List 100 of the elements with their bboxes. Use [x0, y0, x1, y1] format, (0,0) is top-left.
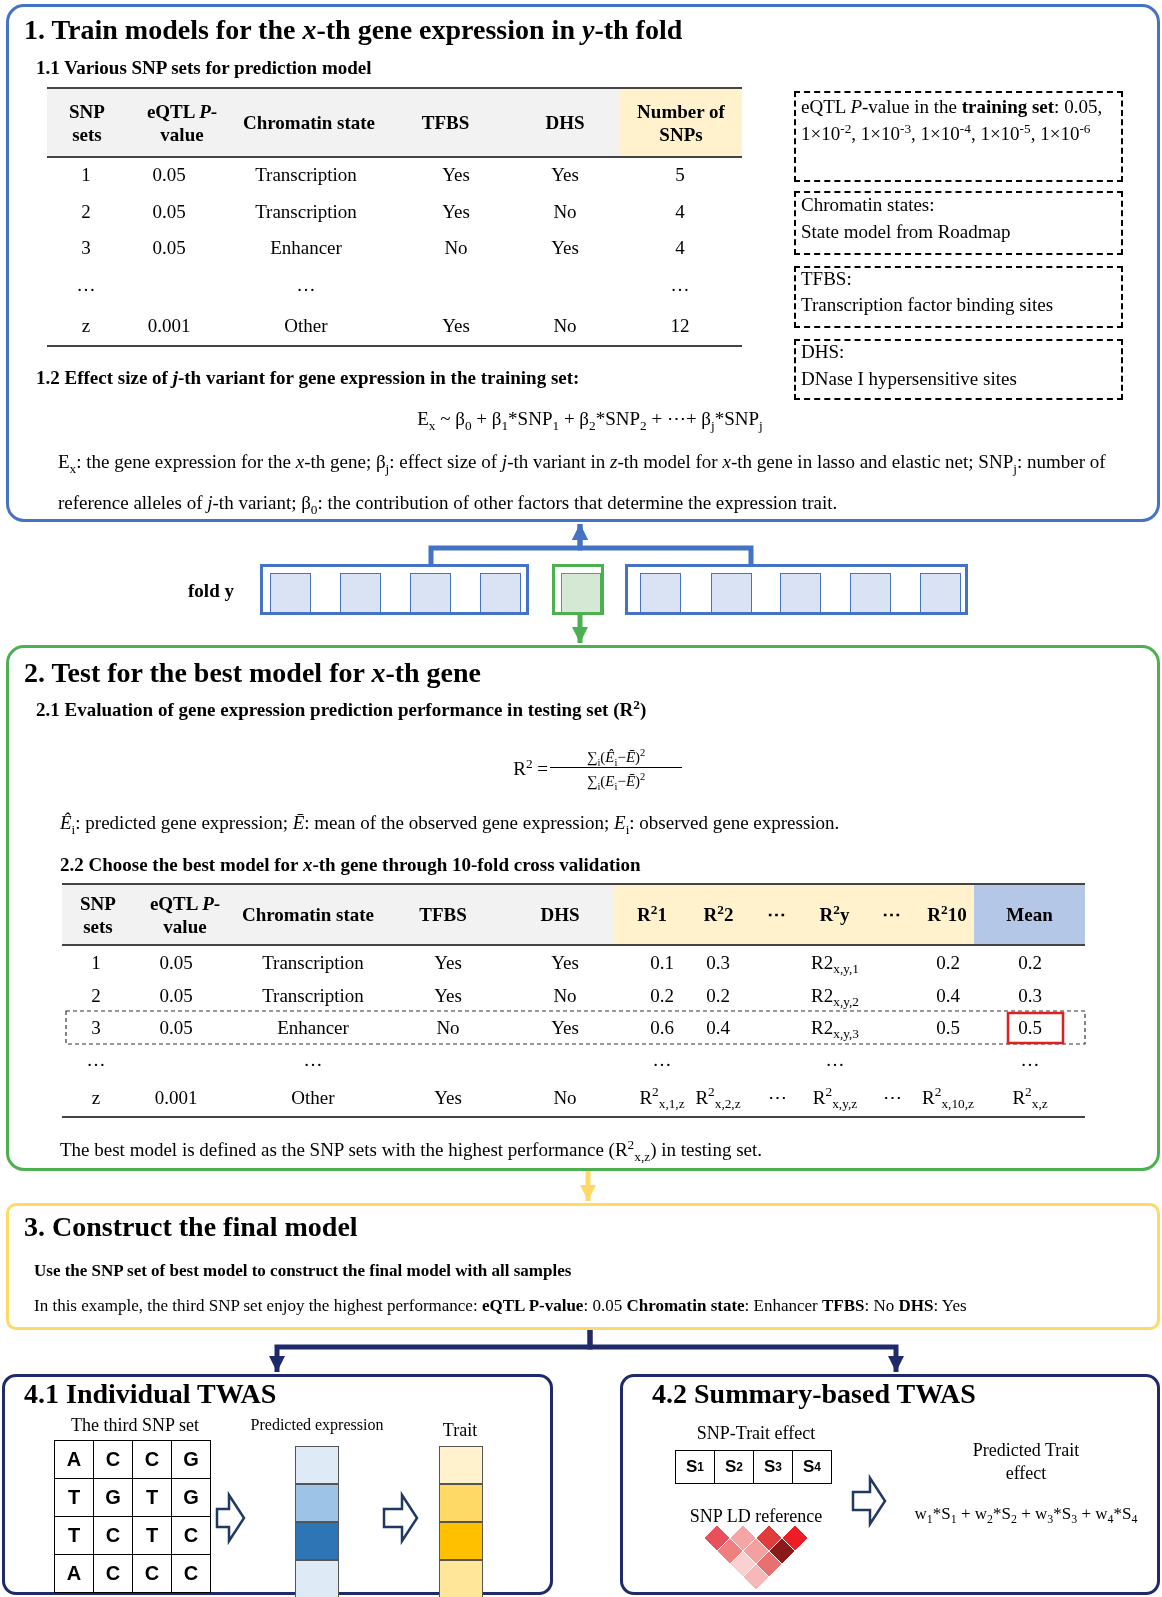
note-box: [794, 191, 1123, 255]
subheading: 1.2 Effect size of j-th variant for gene expression in the training set:: [36, 366, 580, 390]
table-cell: Yes: [434, 1085, 462, 1109]
table-cell: Other: [284, 313, 328, 337]
table-cell: 0.001: [154, 1085, 198, 1109]
table-cell: No: [553, 1085, 577, 1109]
table-header-cell: DHS: [506, 885, 614, 944]
table-cell: Yes: [434, 983, 462, 1007]
table-cell: 5: [675, 162, 685, 186]
table-cell: 4: [675, 235, 685, 259]
table-cell: 0.05: [152, 162, 186, 186]
note-heading: DHS:: [801, 340, 845, 364]
table-cell: Enhancer: [270, 235, 342, 259]
table-cell: 3: [91, 1015, 101, 1039]
table-header-cell: TFBS: [381, 89, 510, 156]
formula: E$_{x}$ ~ β$_{0}$ + β$_{1}$*SNP$_{1}$ + β$_{2}$*SNP$_{2}$ + ⋯+ β$_{j}$*SNP$_{j}$: [416, 407, 764, 431]
grid-cell: C: [171, 1554, 211, 1593]
table-cell: No: [553, 313, 577, 337]
table-cell: 3: [81, 235, 91, 259]
description-text: The best model is defined as the SNP sets with the highest performance (R$^{2}$$_{x,z}$) in testing set.: [60, 1138, 762, 1162]
section-panel: [6, 1203, 1160, 1330]
grid-cell: G: [171, 1440, 211, 1479]
table-cell: R2$_{x,y,3}$: [811, 1015, 859, 1039]
table-cell: R2$_{x,y,2}$: [811, 983, 859, 1007]
table-cell: 0.2: [706, 983, 730, 1007]
note-text: eQTL P-value in the training set: 0.05, 1×10$^{-2}$, 1×10$^{-3}$, 1×10$^{-4}$, 1×10$^{-5}$, 1×10$^{-6}$: [801, 95, 1104, 146]
table-cell: Transcription: [262, 950, 364, 974]
fold-square: [410, 573, 451, 613]
note-heading: Chromatin states:: [801, 193, 935, 217]
table-cell: 0.2: [1018, 950, 1042, 974]
node-label: SNP LD reference: [688, 1504, 824, 1528]
fold-square: [780, 573, 821, 613]
table-cell: Transcription: [262, 983, 364, 1007]
table-cell: Enhancer: [277, 1015, 349, 1039]
fold-square: [480, 573, 521, 613]
node-label: The third SNP set: [70, 1413, 200, 1437]
table-cell: Transcription: [255, 199, 357, 223]
table-cell: 0.05: [159, 1015, 193, 1039]
table-cell: …: [670, 272, 690, 296]
description-text: Ê$_{i}$: predicted gene expression; Ē: mean of the observed gene expression; E$_{i}$: observed gene expression.: [60, 811, 840, 835]
fold-group-box: [260, 564, 529, 615]
note-text: DNase I hypersensitive sites: [801, 367, 1017, 391]
table-cell: No: [553, 983, 577, 1007]
table-cell: 0.6: [650, 1015, 674, 1039]
table-cell: z: [91, 1085, 101, 1109]
arrow: [851, 1473, 887, 1529]
fold-group-box: [552, 564, 604, 615]
table-cell: 0.05: [152, 235, 186, 259]
table-cell: 1: [91, 950, 101, 974]
table-cell: No: [444, 235, 468, 259]
table-header-cell: ⋯: [747, 885, 806, 944]
table-cell: …: [652, 1047, 672, 1071]
table-header-cell: R$^{2}$1: [614, 885, 690, 944]
table-cell: 0.4: [706, 1015, 730, 1039]
arrow: [587, 1330, 904, 1372]
table-cell: Other: [291, 1085, 335, 1109]
section-panel: [2, 1374, 553, 1595]
fold-square: [920, 573, 961, 613]
node-label: Trait: [441, 1418, 479, 1442]
table-cell: 0.05: [159, 983, 193, 1007]
table-header-cell: SNP sets: [47, 89, 127, 156]
formula: w$_{1}$*S$_{1}$ + w$_{2}$*S$_{2}$ + w$_{3}$*S$_{3}$ + w$_{4}$*S$_{4}$: [913, 1502, 1139, 1524]
table-cell: 0.2: [650, 983, 674, 1007]
note-text: Transcription factor binding sites: [801, 293, 1054, 317]
formula: R$^{2}$ =: [512, 757, 548, 781]
table-header-cell: R$^{2}$2: [690, 885, 747, 944]
table-header-cell: ⋯: [863, 885, 920, 944]
table-cell: No: [436, 1015, 460, 1039]
table-cell: Yes: [442, 199, 470, 223]
table-header-cell: TFBS: [380, 885, 506, 944]
fold-square: [561, 573, 601, 613]
note-heading: TFBS:: [801, 267, 852, 291]
table-cell: Transcription: [255, 162, 357, 186]
arrow: [580, 1171, 596, 1201]
table-cell: 0.001: [147, 313, 191, 337]
fold-square: [850, 573, 891, 613]
table-header-cell: R$^{2}$10: [920, 885, 974, 944]
heading: 4.1 Individual TWAS: [24, 1376, 277, 1411]
arrow: [572, 524, 754, 564]
description-text: E$_{x}$: the gene expression for the x-th gene; β$_{j}$: effect size of j-th variant in z-th model for x-th gene in lasso and elastic net; SNP$_{j}$: number of reference alleles of j-th variant; β$_{0}$: the contribution of other factors that determine the expression trait.: [58, 450, 1107, 519]
table-cell: No: [553, 199, 577, 223]
table-cell: Yes: [551, 162, 579, 186]
heading: 4.2 Summary-based TWAS: [652, 1376, 976, 1411]
table-header-cell: R$^{2}$y: [806, 885, 863, 944]
table-cell: Yes: [551, 235, 579, 259]
grid-cell: A: [54, 1440, 94, 1479]
note-box: [794, 339, 1123, 400]
table-cell: Yes: [442, 313, 470, 337]
table-cell: 0.3: [706, 950, 730, 974]
heading: 2. Test for the best model for x-th gene: [24, 655, 482, 690]
table-cell: 0.1: [650, 950, 674, 974]
table-cell: 4: [675, 199, 685, 223]
table-cell: 0.3: [1018, 983, 1042, 1007]
table-cell: 2: [91, 983, 101, 1007]
table-header-cell: Number of SNPs: [620, 89, 742, 156]
table-cell: 0.4: [936, 983, 960, 1007]
table-cell: Yes: [434, 950, 462, 974]
note-box: [794, 91, 1123, 182]
table-cell: 0.05: [159, 950, 193, 974]
table-cell: ⋯: [882, 1085, 902, 1109]
